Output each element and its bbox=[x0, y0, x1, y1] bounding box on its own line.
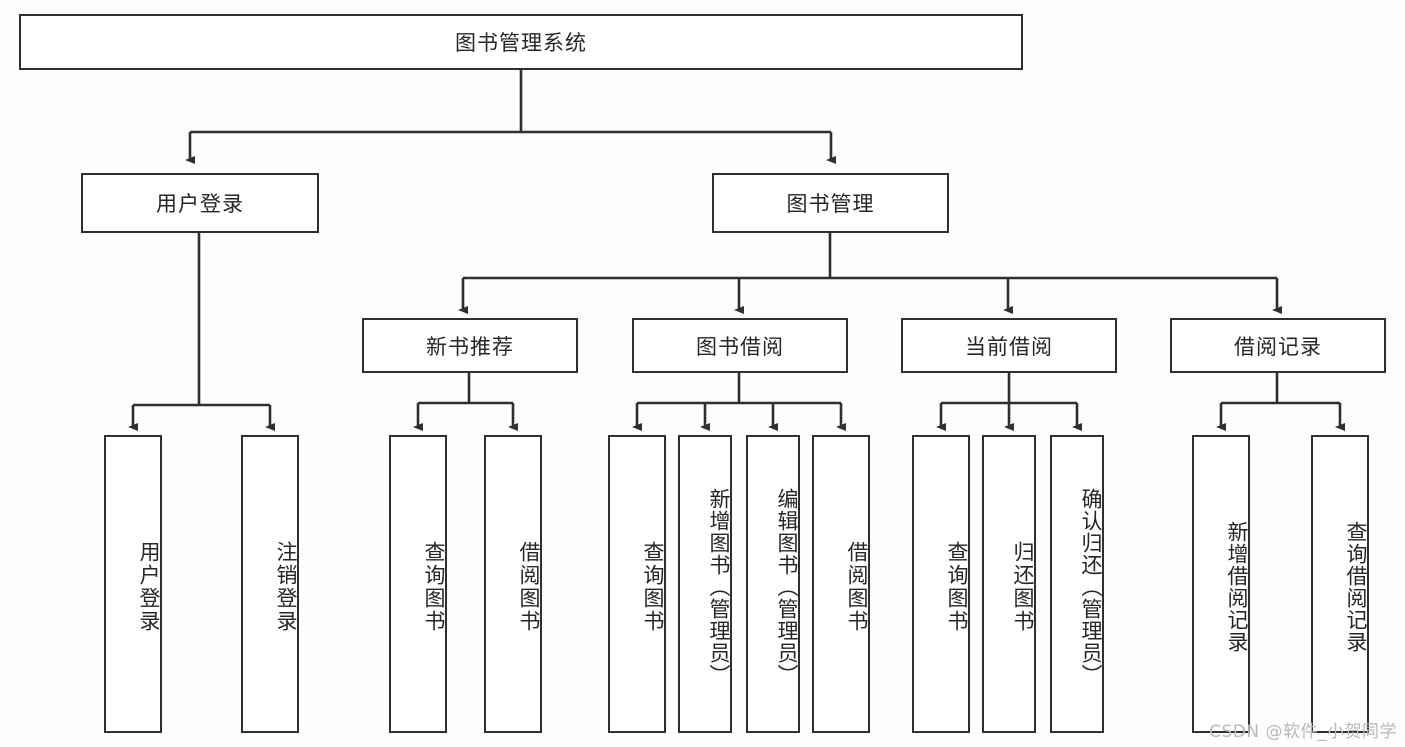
leaf-current-borrow-return[interactable]: 归还图书 bbox=[982, 435, 1036, 733]
node-label: 用户登录 bbox=[156, 192, 244, 216]
leaf-new-book-query[interactable]: 查询图书 bbox=[389, 435, 447, 733]
node-label: 查询借阅记录 bbox=[1344, 521, 1368, 653]
node-label: 编辑图书（管理员） bbox=[775, 488, 799, 686]
node-label: 查询图书 bbox=[422, 541, 446, 633]
node-label: 借阅记录 bbox=[1234, 334, 1322, 359]
leaf-book-borrow-add[interactable]: 新增图书（管理员） bbox=[678, 435, 732, 733]
leaf-user-login-logout[interactable]: 注销登录 bbox=[241, 435, 299, 733]
node-label: 图书管理 bbox=[786, 192, 875, 216]
node-book-management[interactable]: 图书管理 bbox=[712, 173, 949, 233]
node-new-book-recommend[interactable]: 新书推荐 bbox=[362, 318, 578, 373]
leaf-new-book-borrow[interactable]: 借阅图书 bbox=[484, 435, 542, 733]
node-label: 新增借阅记录 bbox=[1225, 521, 1249, 653]
node-label: 查询图书 bbox=[945, 541, 969, 633]
leaf-borrow-record-add[interactable]: 新增借阅记录 bbox=[1192, 435, 1250, 733]
node-label: 注销登录 bbox=[274, 541, 298, 633]
leaf-book-borrow-edit[interactable]: 编辑图书（管理员） bbox=[746, 435, 800, 733]
node-label: 用户登录 bbox=[137, 541, 161, 633]
node-borrow-record[interactable]: 借阅记录 bbox=[1170, 318, 1386, 373]
node-label: 新书推荐 bbox=[426, 334, 514, 359]
node-book-borrow[interactable]: 图书借阅 bbox=[632, 318, 848, 373]
node-user-login[interactable]: 用户登录 bbox=[81, 173, 319, 233]
leaf-current-borrow-confirm-return[interactable]: 确认归还（管理员） bbox=[1050, 435, 1104, 733]
node-label: 当前借阅 bbox=[965, 334, 1053, 359]
leaf-book-borrow-borrow[interactable]: 借阅图书 bbox=[812, 435, 870, 733]
leaf-user-login-login[interactable]: 用户登录 bbox=[104, 435, 162, 733]
node-label: 图书借阅 bbox=[696, 334, 784, 359]
node-label: 借阅图书 bbox=[845, 541, 869, 633]
node-current-borrow[interactable]: 当前借阅 bbox=[901, 318, 1117, 373]
node-label: 归还图书 bbox=[1011, 541, 1035, 633]
node-label: 新增图书（管理员） bbox=[707, 488, 731, 686]
node-root-book-management-system[interactable]: 图书管理系统 bbox=[19, 14, 1023, 70]
leaf-current-borrow-query[interactable]: 查询图书 bbox=[912, 435, 970, 733]
node-label: 查询图书 bbox=[641, 541, 665, 633]
leaf-book-borrow-query[interactable]: 查询图书 bbox=[608, 435, 666, 733]
leaf-borrow-record-query[interactable]: 查询借阅记录 bbox=[1311, 435, 1369, 733]
node-label: 图书管理系统 bbox=[455, 31, 587, 55]
node-label: 确认归还（管理员） bbox=[1079, 488, 1103, 686]
node-label: 借阅图书 bbox=[517, 541, 541, 633]
